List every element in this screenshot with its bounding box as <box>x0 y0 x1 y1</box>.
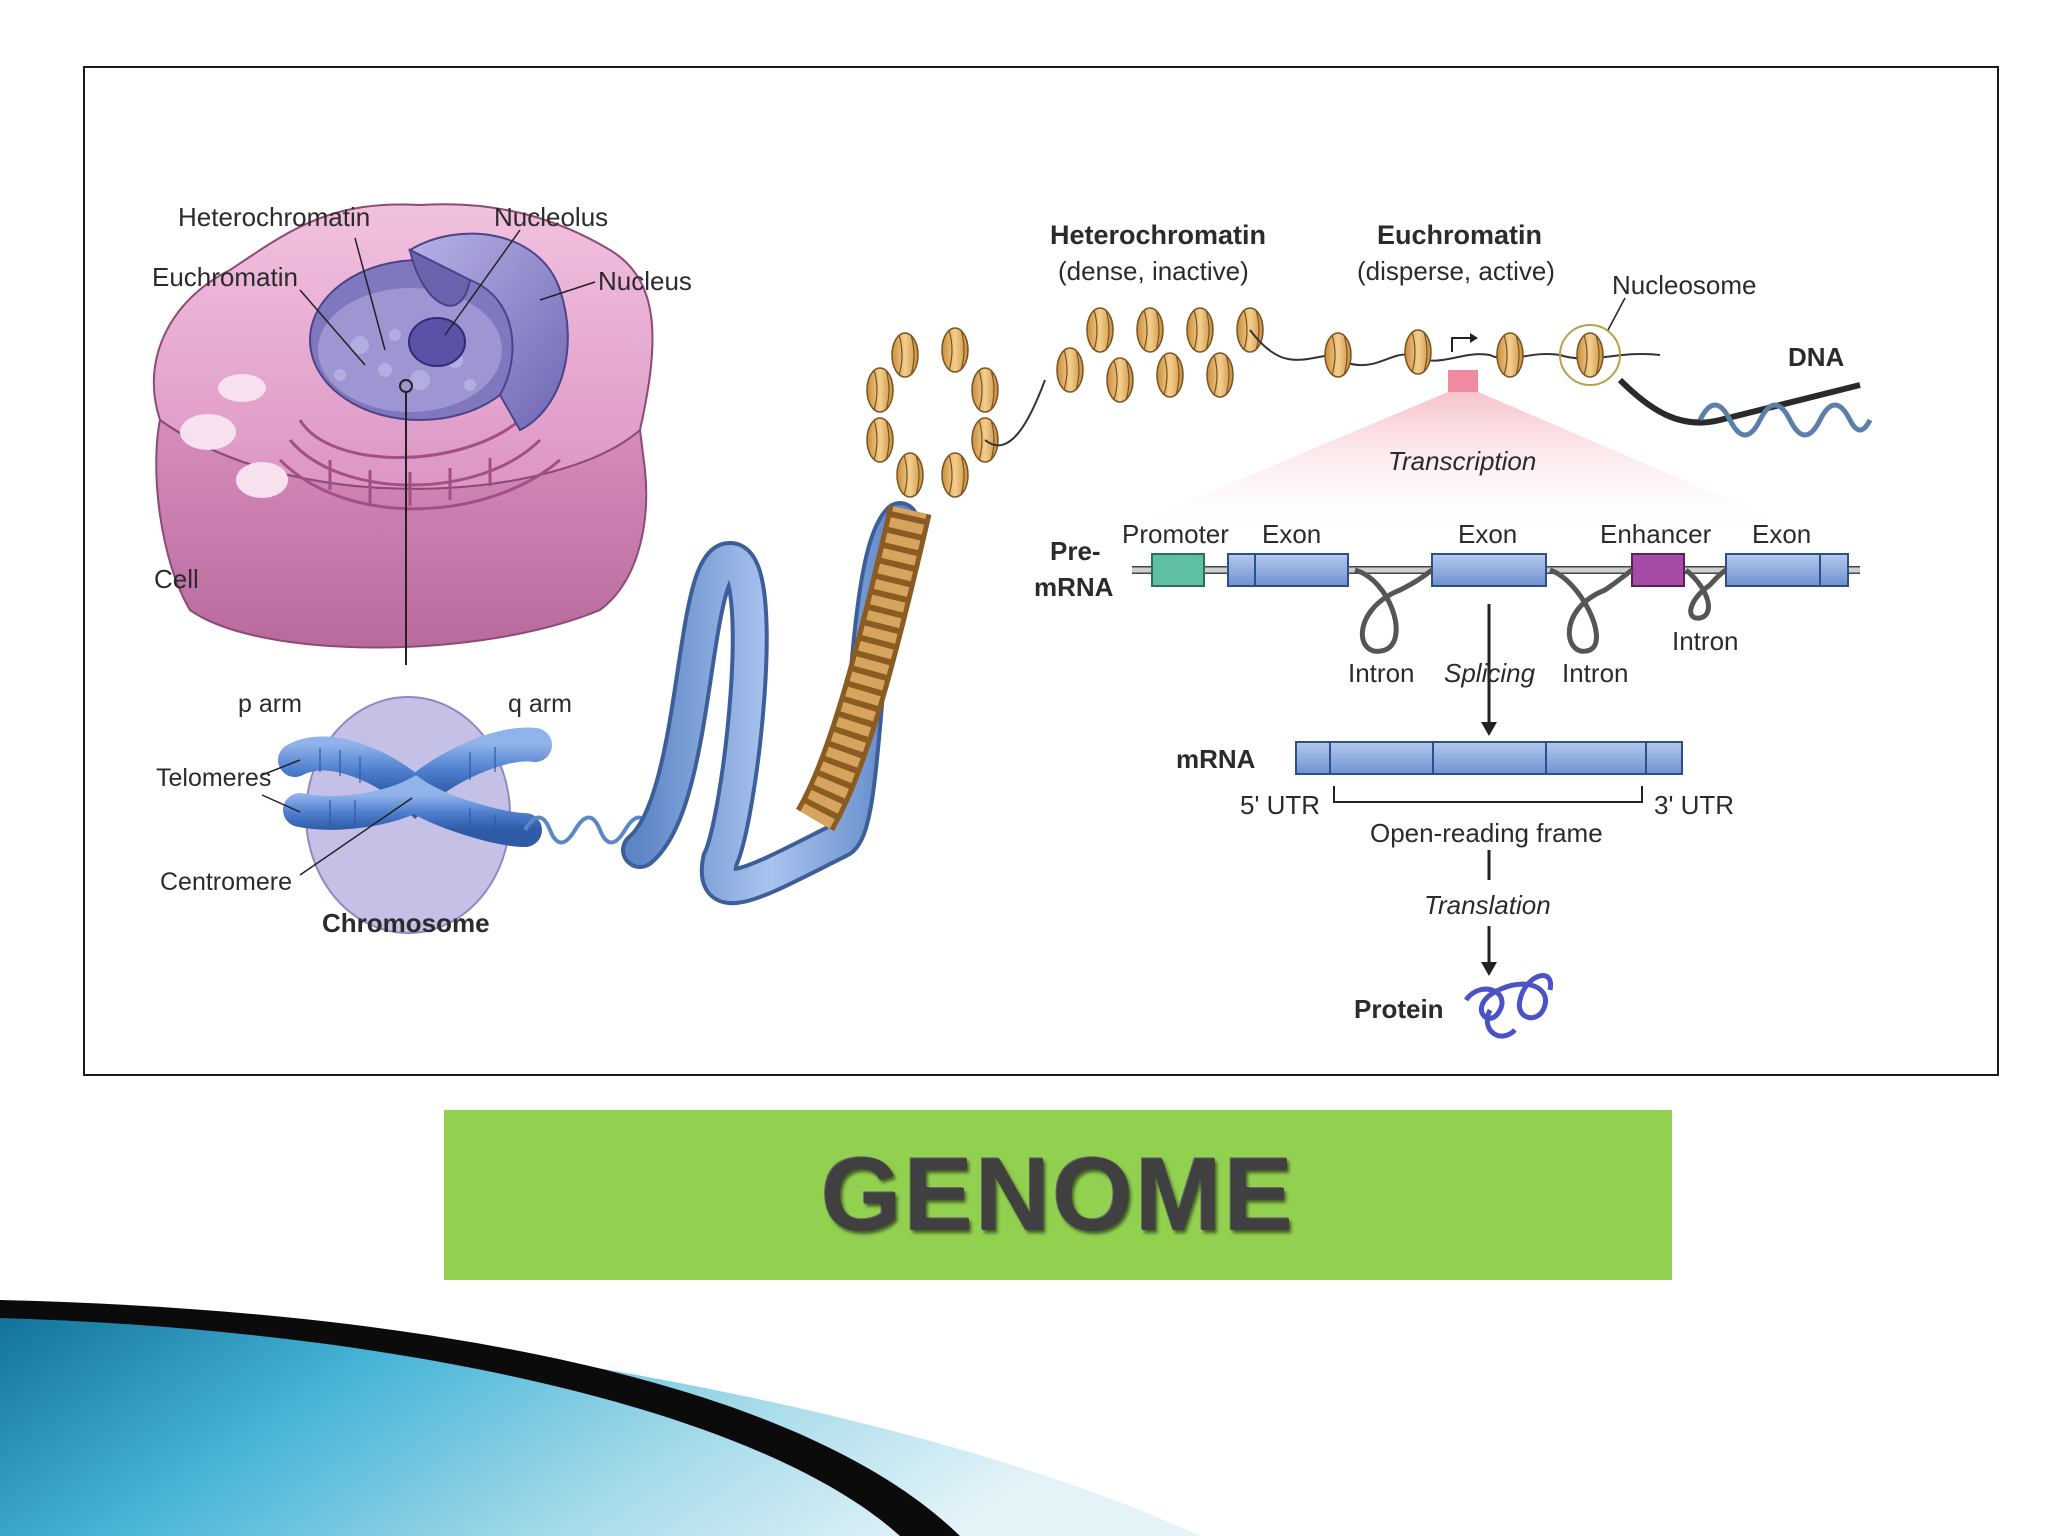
label-heterochromatin-title: Heterochromatin <box>1050 220 1266 250</box>
mrna-bar <box>1295 741 1683 775</box>
label-q-arm: q arm <box>508 690 572 718</box>
label-cell: Cell <box>154 564 199 594</box>
label-splicing: Splicing <box>1444 658 1536 688</box>
label-heterochromatin-cell: Heterochromatin <box>178 202 370 232</box>
promoter-box <box>1151 553 1205 587</box>
label-dna: DNA <box>1788 342 1845 372</box>
label-promoter: Promoter <box>1122 519 1229 549</box>
label-intron-1: Intron <box>1348 658 1415 688</box>
label-transcription: Transcription <box>1388 446 1536 476</box>
label-chromosome: Chromosome <box>322 908 490 938</box>
label-euchromatin-cell: Euchromatin <box>152 262 298 292</box>
corner-swoosh-edge <box>0 1300 960 1536</box>
label-centromere: Centromere <box>160 868 292 896</box>
label-pre-mrna-1: Pre- <box>1050 536 1101 566</box>
exon-box-3 <box>1725 553 1849 587</box>
label-intron-2: Intron <box>1562 658 1629 688</box>
label-intron-3: Intron <box>1672 626 1739 656</box>
label-5-utr: 5' UTR <box>1240 790 1320 820</box>
enhancer-box <box>1631 553 1685 587</box>
title-band: GENOME <box>444 1110 1672 1280</box>
label-euchromatin-sub: (disperse, active) <box>1357 256 1555 286</box>
pre-mrna-diagram <box>1132 553 1860 736</box>
label-exon-3: Exon <box>1752 519 1811 549</box>
protein-squiggle <box>1463 973 1554 1039</box>
label-exon-2: Exon <box>1458 519 1517 549</box>
label-exon-1: Exon <box>1262 519 1321 549</box>
label-3-utr: 3' UTR <box>1654 790 1734 820</box>
mrna-diagram <box>1295 741 1683 1039</box>
transcription-wedge <box>1120 392 1800 530</box>
slide-title: GENOME <box>820 1136 1296 1253</box>
chromosome-illustration <box>261 696 672 934</box>
label-heterochromatin-sub: (dense, inactive) <box>1058 256 1249 286</box>
exon-box-1 <box>1227 553 1349 587</box>
exon-box-2 <box>1431 553 1547 587</box>
label-p-arm: p arm <box>238 690 302 718</box>
label-nucleosome: Nucleosome <box>1612 270 1757 300</box>
label-nucleolus: Nucleolus <box>494 202 608 232</box>
label-telomeres: Telomeres <box>156 764 271 792</box>
label-pre-mrna-2: mRNA <box>1034 572 1114 602</box>
label-enhancer: Enhancer <box>1600 519 1712 549</box>
label-euchromatin-title: Euchromatin <box>1377 220 1542 250</box>
label-protein: Protein <box>1354 994 1444 1024</box>
label-nucleus: Nucleus <box>598 266 692 296</box>
chromatin-fiber <box>621 297 1873 906</box>
label-orf: Open-reading frame <box>1370 818 1603 848</box>
corner-swoosh <box>0 1300 1200 1536</box>
cell-illustration <box>152 203 654 665</box>
label-mrna: mRNA <box>1176 744 1256 774</box>
label-translation: Translation <box>1424 890 1551 920</box>
